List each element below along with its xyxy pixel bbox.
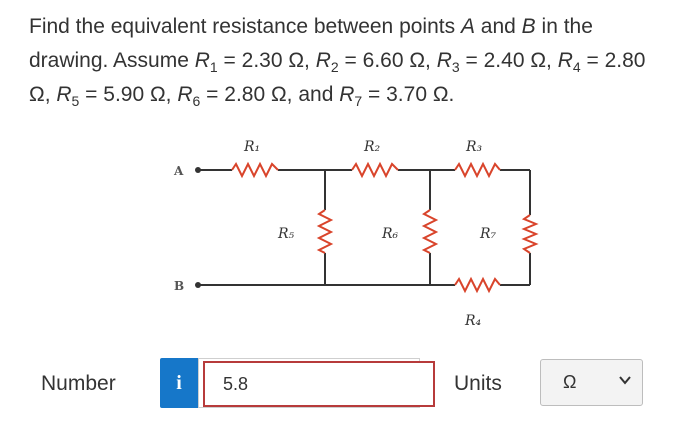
terminal-a-label: A [173, 164, 184, 178]
units-selected-value: Ω [563, 372, 577, 392]
units-select[interactable]: Ω [540, 359, 643, 406]
terminal-b-label: B [174, 279, 184, 293]
label-r6: R₆ [381, 226, 399, 242]
number-label: Number [41, 372, 116, 395]
terminal-a-dot [195, 167, 201, 173]
label-r4: R₄ [464, 313, 482, 329]
label-r2: R₂ [363, 139, 381, 155]
resistor-r5 [316, 209, 334, 254]
resistor-r7 [521, 214, 539, 254]
label-r5: R₅ [277, 226, 295, 242]
resistor-r1 [231, 161, 279, 179]
info-icon: i [176, 371, 182, 394]
info-icon-button[interactable]: i [160, 358, 198, 408]
units-label: Units [454, 372, 502, 395]
resistor-r3 [454, 161, 501, 179]
resistor-r2 [351, 161, 399, 179]
terminal-b-dot [195, 282, 201, 288]
label-r1: R₁ [243, 139, 260, 155]
answer-input[interactable]: 5.8 [203, 361, 435, 407]
resistor-r6 [421, 209, 439, 254]
resistor-r4 [454, 276, 501, 294]
question-text: Find the equivalent resistance between p… [29, 15, 646, 110]
label-r7: R₇ [479, 226, 497, 242]
label-r3: R₃ [465, 139, 483, 155]
chevron-down-icon [619, 376, 631, 385]
circuit-diagram: A B R₁ R₂ R₃ R₄ R₅ R₆ R₇ [173, 139, 539, 329]
